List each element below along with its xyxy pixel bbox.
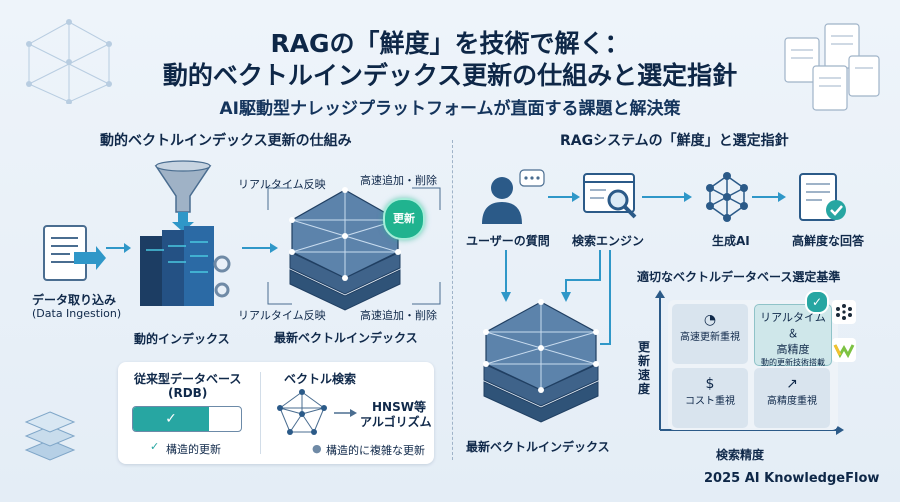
x-axis-label: 検索精度: [716, 448, 765, 462]
arrow-right-icon: [334, 409, 357, 417]
quadrant-bottom-left-label: コスト重視: [685, 396, 735, 407]
update-badge: 更新: [383, 198, 425, 240]
fast-bottom-label: 高速追加・削除: [360, 309, 437, 322]
quadrant-bottom-right: ↗ 高精度重視: [754, 368, 830, 428]
algorithm-label: アルゴリズム: [360, 415, 432, 429]
vector-caption: 構造的に複雑な更新: [326, 444, 425, 457]
realtime-top-label: リアルタイム反映: [238, 178, 326, 191]
criteria-quadrant-grid: ◔ 高速更新重視 リアルタイム＆ 高精度 動的更新技術搭載 $ コスト重視 ↗ …: [668, 300, 838, 430]
trend-up-icon: ↗: [786, 376, 798, 392]
arrow-right-icon: [106, 243, 131, 253]
footer-brand: 2025 AI KnowledgeFlow: [704, 471, 880, 486]
answer-document-icon: [799, 173, 846, 221]
generative-ai-label: 生成AI: [712, 234, 750, 248]
arrow-right-icon: [242, 243, 278, 253]
neural-network-icon: [706, 172, 748, 222]
page-title-line1: RAGの「鮮度」を技術で解く：: [270, 29, 630, 58]
coin-icon: $: [705, 376, 715, 392]
quadrant-top-left-label: 高速更新重視: [680, 332, 740, 343]
section-divider: [452, 140, 453, 460]
left-section-title: 動的ベクトルインデックス更新の仕組み: [100, 133, 352, 149]
check-icon: ✓: [150, 440, 160, 453]
vector-index-icon: [483, 299, 599, 423]
bullet-icon: ●: [312, 442, 322, 455]
y-axis-label: 更新速度: [638, 340, 651, 396]
search-engine-icon: [583, 173, 637, 219]
quadrant-bottom-right-label: 高精度重視: [767, 396, 817, 407]
dynamic-index-icon: [140, 160, 231, 306]
search-engine-label: 検索エンジン: [572, 234, 645, 248]
arrow-right-icon: [548, 192, 580, 202]
quadrant-top-right-label1: リアルタイム＆: [760, 311, 826, 340]
ingest-label-en: (Data Ingestion): [32, 307, 122, 320]
rdb-title: 従来型データベース: [134, 372, 242, 386]
graph-network-icon: [277, 389, 327, 435]
network-decoration-icon: [26, 19, 112, 104]
vendor-logo-icon: [832, 300, 856, 324]
quadrant-top-left: ◔ 高速更新重視: [672, 304, 748, 364]
rdb-caption: 構造的更新: [166, 443, 221, 456]
arrow-right-icon: [642, 192, 692, 202]
documents-decoration-icon: [784, 23, 880, 111]
ingest-label: データ取り込み: [32, 293, 117, 307]
vendor-logo-icon: [832, 338, 856, 362]
criteria-title: 適切なベクトルデータベース選定基準: [637, 270, 841, 284]
flow-arrows: [501, 250, 601, 302]
quadrant-bottom-left: $ コスト重視: [672, 368, 748, 428]
rdb-update-bar: ✓: [132, 406, 242, 432]
callout-lines: [267, 187, 441, 305]
quadrant-top-right: リアルタイム＆ 高精度 動的更新技術搭載: [754, 304, 832, 367]
page-subtitle: AI駆動型ナレッジプラットフォームが直面する課題と解決策: [219, 99, 681, 119]
quadrant-top-right-label3: 動的更新技術搭載: [761, 358, 825, 367]
rdb-subtitle: (RDB): [168, 386, 208, 400]
vector-search-title: ベクトル検索: [284, 372, 357, 386]
arrow-right-icon: [752, 192, 786, 202]
right-section-title: RAGシステムの「鮮度」と選定指針: [560, 133, 789, 149]
user-icon: [482, 169, 545, 224]
document-icon: [43, 225, 106, 281]
layers-icon: [24, 411, 76, 461]
rdb-bar-fill: [133, 407, 209, 431]
check-icon: ✓: [165, 411, 177, 427]
flow-line: [600, 250, 611, 345]
latest-index-label: 最新ベクトルインデックス: [274, 331, 418, 345]
hnsw-label: HNSW等: [372, 400, 426, 414]
user-question-label: ユーザーの質問: [466, 234, 550, 248]
dynamic-index-label: 動的インデックス: [134, 332, 230, 346]
check-icon: ✓: [805, 290, 829, 314]
latest-index-right-label: 最新ベクトルインデックス: [466, 440, 610, 454]
gauge-icon: ◔: [703, 312, 717, 328]
fresh-answer-label: 高鮮度な回答: [792, 234, 865, 248]
fast-top-label: 高速追加・削除: [360, 174, 437, 187]
realtime-bottom-label: リアルタイム反映: [238, 309, 326, 322]
criteria-axes: [655, 290, 844, 435]
page-title-line2: 動的ベクトルインデックス更新の仕組みと選定指針: [162, 61, 738, 90]
quadrant-top-right-label2: 高精度: [776, 343, 810, 356]
